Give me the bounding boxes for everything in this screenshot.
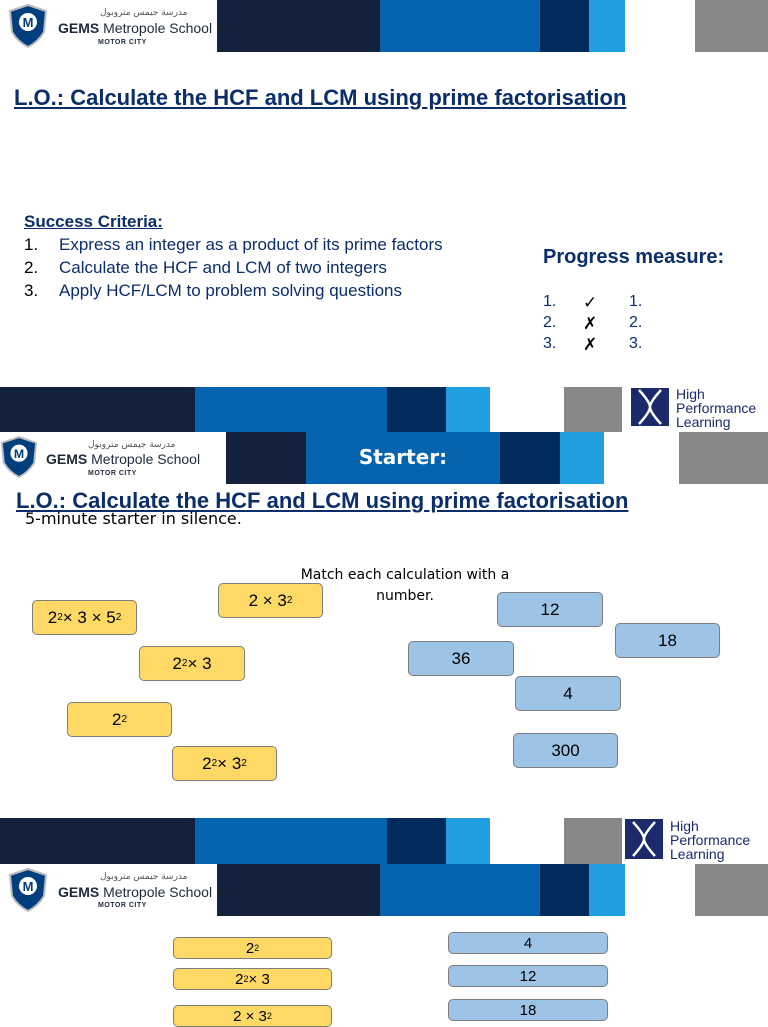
starter-banner: Starter: [358,445,448,469]
footer-band-blue [195,387,387,432]
number-card[interactable]: 18 [615,623,720,658]
progress-list: 1. ✓ 1. 2. ✗ 2. 3. ✗ 3. [543,293,663,356]
header-band-navy [226,432,306,484]
lo-title: L.O.: Calculate the HCF and LCM using pr… [14,85,627,110]
header-band-darknavy [500,432,560,484]
starter-subtitle: 5-minute starter in silence. [25,509,242,528]
school-logo: M [0,436,38,479]
header-band-gray [695,864,768,916]
footer-band-blue [195,818,387,864]
footer-band-gray [564,818,622,864]
success-criteria-title: Success Criteria: [24,212,163,231]
check-icon: ✓ [583,293,598,312]
progress-row: 2. ✗ 2. [543,314,643,333]
slide-1: M مدرسة جيمس متروبول GEMS Metropole Scho… [0,0,768,432]
header-band-lightblue [560,432,604,484]
cross-icon: ✗ [583,314,598,333]
header-band-blue [306,432,500,484]
school-logo: M [8,3,48,49]
header-band-lightblue [589,864,625,916]
cross-icon: ✗ [583,335,598,354]
school-logo: M [8,867,48,913]
slide-2: M مدرسة جيمس متروبول GEMS Metropole Scho… [0,432,768,864]
number-card[interactable]: 12 [497,592,603,627]
school-arabic-name: مدرسة جيمس متروبول [100,872,188,882]
svg-text:M: M [23,15,34,30]
school-name: GEMS Metropole School [58,20,213,36]
school-location: MOTOR CITY [98,902,147,909]
progress-row: 1. ✓ 1. [543,293,643,312]
school-name: GEMS Metropole School [58,884,213,900]
success-criteria-list: 1.Express an integer as a product of its… [24,235,443,304]
header-band-lightblue [589,0,625,52]
header-band-navy [217,0,380,52]
footer-band-navy [0,387,195,432]
header-band-gray [679,432,768,484]
footer-band-navy [0,818,195,864]
shield-icon: M [0,436,38,479]
progress-measure-title: Progress measure: [543,246,725,268]
number-card[interactable]: 4 [448,932,608,954]
school-location: MOTOR CITY [88,470,137,477]
svg-text:M: M [14,447,24,461]
footer-band-darknavy [387,387,446,432]
number-card[interactable]: 18 [448,999,608,1021]
number-card[interactable]: 4 [515,676,621,711]
header-band-gray [695,0,768,52]
shield-icon: M [8,3,48,49]
school-name: GEMS Metropole School [46,451,201,467]
footer-band-darknavy [387,818,446,864]
progress-row: 3. ✗ 3. [543,335,643,354]
footer-band-lightblue [446,818,490,864]
svg-text:M: M [23,879,34,894]
school-arabic-name: مدرسة جيمس متروبول [100,8,188,18]
header-band-navy [217,864,380,916]
number-card[interactable]: 36 [408,641,514,676]
slide-3: M مدرسة جيمس متروبول GEMS Metropole Scho… [0,864,768,1027]
hpl-logo-icon [625,819,663,859]
criteria-item: 2.Calculate the HCF and LCM of two integ… [24,258,387,277]
header-band-darknavy [540,0,589,52]
header-band-darknavy [540,864,589,916]
criteria-item: 1.Express an integer as a product of its… [24,235,443,254]
criteria-item: 3.Apply HCF/LCM to problem solving quest… [24,281,402,300]
header-band-blue [380,864,540,916]
school-location: MOTOR CITY [98,39,147,46]
lo-title: L.O.: Calculate the HCF and LCM using pr… [16,488,629,513]
footer-band-lightblue [446,387,490,432]
hpl-logo-icon [631,388,669,426]
number-card[interactable]: 300 [513,733,618,768]
footer-band-gray [564,387,622,432]
number-card[interactable]: 12 [448,965,608,987]
school-arabic-name: مدرسة جيمس متروبول [88,440,176,450]
shield-icon: M [8,867,48,913]
header-band-blue [380,0,540,52]
